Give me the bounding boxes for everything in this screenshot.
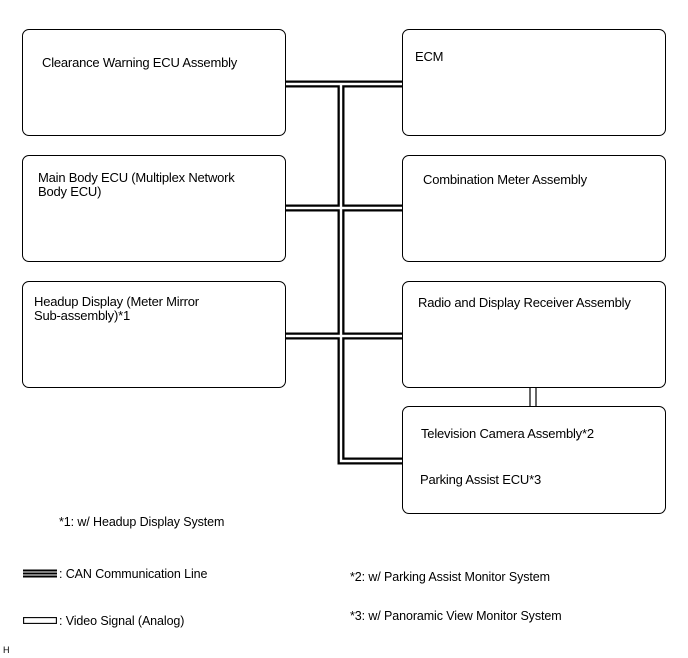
ecm-label: ECM bbox=[415, 49, 444, 64]
video-signal-legend-icon bbox=[23, 617, 57, 624]
radio-receiver-box bbox=[402, 281, 666, 388]
can-line-legend-label: : CAN Communication Line bbox=[59, 567, 208, 581]
can-bus-lines bbox=[285, 80, 403, 465]
footnote-3: *3: w/ Panoramic View Monitor System bbox=[350, 609, 562, 623]
main-body-ecu-label: Main Body ECU (Multiplex Network Body EC… bbox=[38, 170, 235, 199]
combination-meter-box bbox=[402, 155, 666, 262]
figure-corner-mark: H bbox=[3, 645, 10, 655]
video-signal-line bbox=[529, 385, 537, 408]
headup-display-box bbox=[22, 281, 286, 388]
main-body-ecu-box bbox=[22, 155, 286, 262]
combination-meter-label: Combination Meter Assembly bbox=[423, 172, 587, 187]
camera-parking-assist-box bbox=[402, 406, 666, 514]
ecm-box bbox=[402, 29, 666, 136]
video-signal-legend-label: : Video Signal (Analog) bbox=[59, 614, 185, 628]
footnote-1: *1: w/ Headup Display System bbox=[59, 515, 225, 529]
parking-assist-ecu-label: Parking Assist ECU*3 bbox=[420, 472, 541, 487]
can-line-legend-icon bbox=[23, 569, 57, 578]
television-camera-label: Television Camera Assembly*2 bbox=[421, 426, 594, 441]
clearance-warning-ecu-box bbox=[22, 29, 286, 136]
headup-display-label: Headup Display (Meter Mirror Sub-assembl… bbox=[34, 294, 199, 323]
footnote-2: *2: w/ Parking Assist Monitor System bbox=[350, 570, 550, 584]
clearance-warning-ecu-label: Clearance Warning ECU Assembly bbox=[42, 55, 238, 70]
radio-receiver-label: Radio and Display Receiver Assembly bbox=[418, 295, 631, 310]
